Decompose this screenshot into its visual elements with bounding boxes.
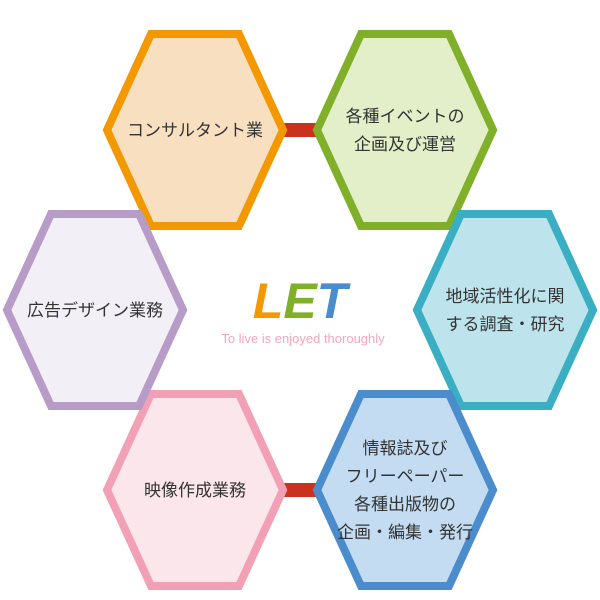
logo-letter-l: L xyxy=(253,273,284,329)
service-hex-ad-design: 広告デザイン業務 xyxy=(2,210,188,410)
hexagon-shape xyxy=(2,210,188,410)
hexagon-shape xyxy=(312,390,498,590)
service-hex-video: 映像作成業務 xyxy=(102,390,288,590)
logo: LET To live is enjoyed thoroughly xyxy=(221,273,385,346)
service-label-line: 広告デザイン業務 xyxy=(27,300,163,321)
service-label-line: フリーペーパー xyxy=(346,467,465,487)
hexagon-shape xyxy=(312,30,498,230)
service-label-line: 各種イベントの xyxy=(346,107,465,127)
service-label-line: 企画及び運営 xyxy=(354,135,456,155)
service-label-line: 企画・編集・発行 xyxy=(337,523,473,543)
logo-tagline: To live is enjoyed thoroughly xyxy=(221,331,385,346)
svg-text:LET: LET xyxy=(253,273,352,329)
service-label-line: 各種出版物の xyxy=(354,495,456,515)
service-label-line: コンサルタント業 xyxy=(127,121,263,141)
hexagon-shape xyxy=(412,210,598,410)
service-label-line: する調査・研究 xyxy=(446,315,565,335)
hexagon-shape xyxy=(102,30,288,230)
logo-letter-e: E xyxy=(283,273,318,329)
hexagon-shape xyxy=(102,390,288,590)
service-hex-consulting: コンサルタント業 xyxy=(102,30,288,230)
service-label-line: 映像作成業務 xyxy=(144,481,246,501)
logo-letter-t: T xyxy=(317,273,352,329)
service-label-line: 地域活性化に関 xyxy=(446,287,565,307)
service-label-line: 情報誌及び xyxy=(363,439,448,459)
